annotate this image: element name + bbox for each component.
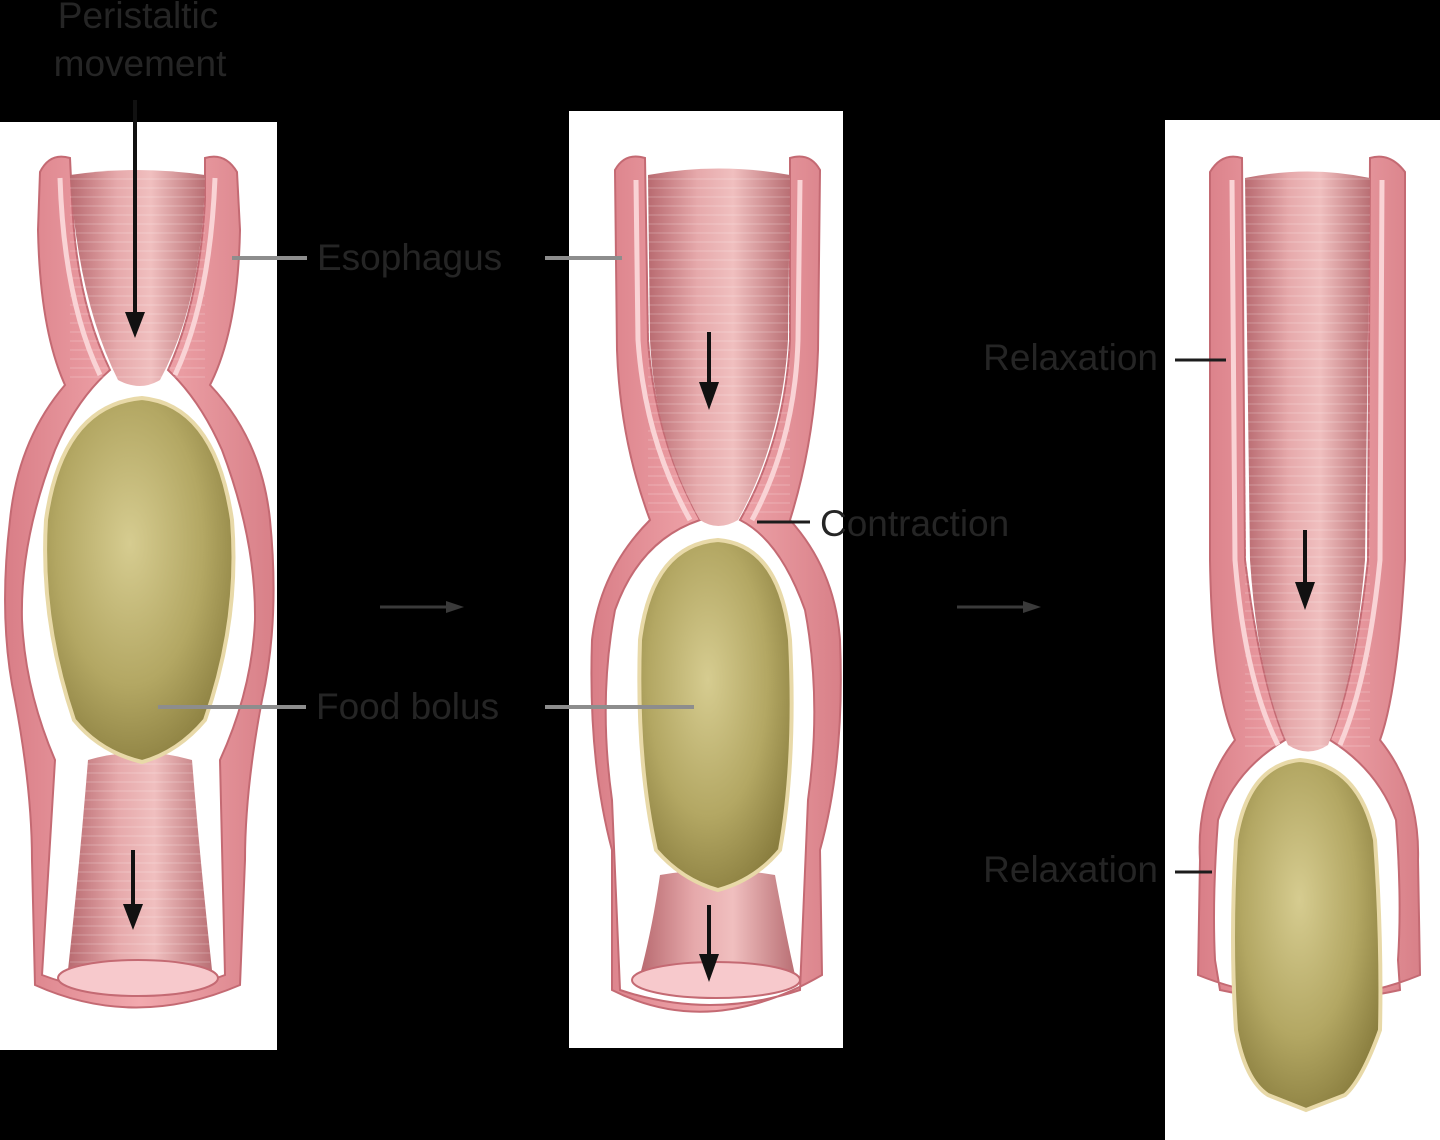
down-arrow-icon	[123, 850, 143, 930]
tube-opening-bottom-middle	[631, 961, 801, 999]
peristaltic-movement-label: Peristaltic	[58, 0, 218, 36]
food-bolus-left	[43, 395, 236, 765]
down-arrow-icon	[699, 905, 719, 982]
tube-wall-middle	[590, 155, 842, 1013]
esophagus-tube-middle	[590, 155, 842, 1013]
right-arrow-icon	[957, 601, 1041, 613]
food-bolus-middle	[637, 537, 794, 893]
down-arrow-icon	[125, 100, 145, 338]
food-bolus-right	[1231, 757, 1383, 1113]
esophagus-label: Esophagus	[317, 237, 502, 278]
tube-opening-bottom-left	[57, 959, 219, 997]
right-arrow-icon	[380, 601, 464, 613]
esophagus-tube-right	[1196, 155, 1422, 1113]
esophagus-tube-left	[4, 155, 275, 1009]
tube-lumen-lower-middle	[640, 870, 795, 988]
contraction-label: Contraction	[820, 503, 1009, 544]
down-arrow-icon	[699, 332, 719, 410]
food-bolus-label: Food bolus	[316, 686, 499, 727]
relaxation-upper-label: Relaxation	[983, 337, 1158, 378]
down-arrow-icon	[1295, 530, 1315, 610]
peristaltic-movement-label-line2: movement	[54, 43, 227, 84]
relaxation-lower-label: Relaxation	[983, 849, 1158, 890]
